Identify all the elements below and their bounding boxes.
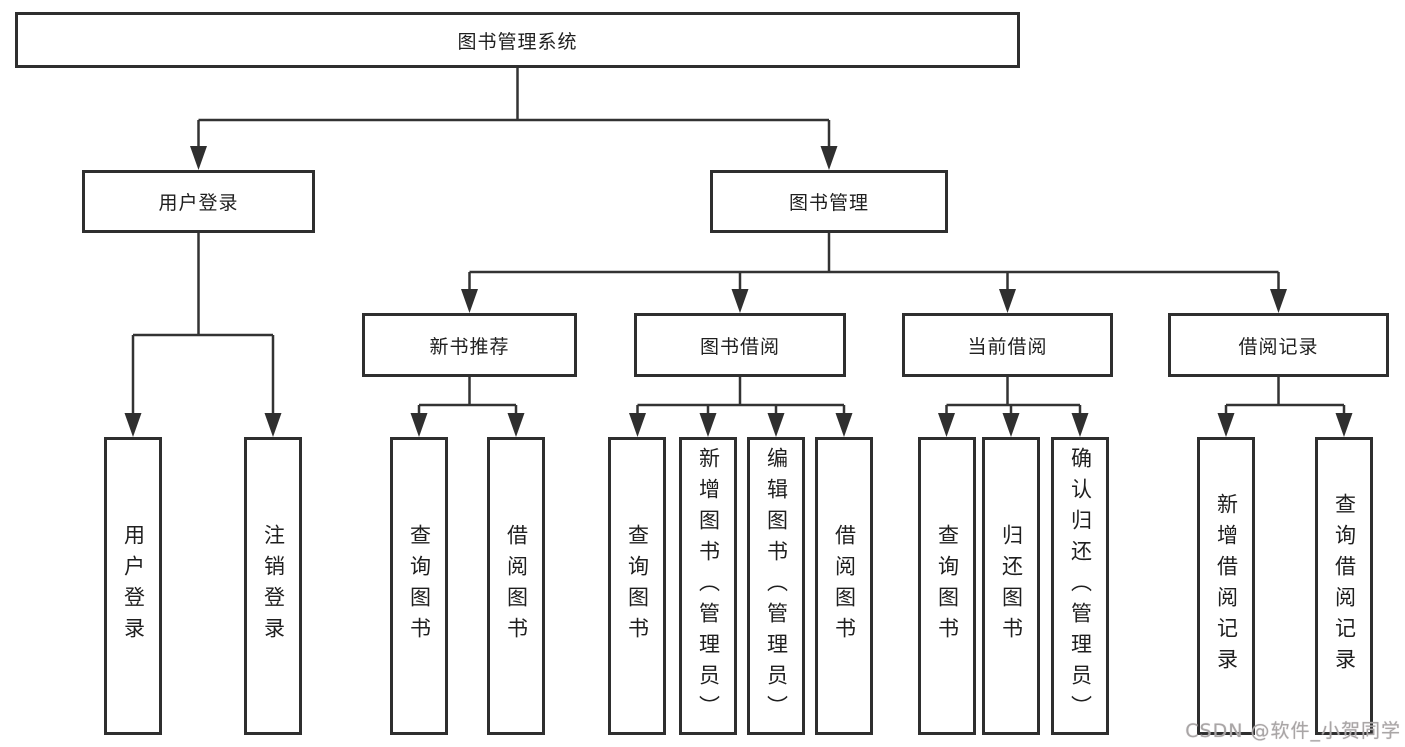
leaf-borrow-edit-books-admin: 编辑图书（管理员）: [747, 437, 805, 735]
node-label: 新增图书（管理员）: [696, 446, 721, 726]
connector-bookmgmt-to-level3: [468, 233, 1280, 295]
connector-bookborrow-to-leaves: [636, 377, 846, 419]
connector-root-to-level2: [197, 68, 831, 152]
node-label: 当前借阅: [967, 335, 1048, 358]
node-label: 用户登录: [158, 192, 239, 214]
arrowhead: [461, 289, 478, 313]
connector-currentborrow-to-leaves: [945, 377, 1082, 419]
leaf-newbook-borrow-books: 借阅图书: [487, 437, 545, 735]
arrowhead: [820, 146, 838, 170]
node-label: 编辑图书（管理员）: [764, 446, 789, 726]
leaf-current-query-books: 查询图书: [918, 437, 976, 735]
node-label: 注销登录: [261, 524, 286, 648]
node-label: 借阅图书: [504, 524, 529, 648]
csdn-watermark: CSDN @软件_小贺同学: [1185, 720, 1401, 742]
node-label: 查询图书: [935, 524, 960, 648]
arrowhead: [264, 413, 282, 437]
arrowhead: [1335, 413, 1353, 437]
arrowhead: [1002, 413, 1020, 437]
node-label: 查询图书: [407, 524, 432, 648]
leaf-user-login: 用户登录: [104, 437, 162, 735]
leaf-logout: 注销登录: [244, 437, 302, 735]
node-label: 查询借阅记录: [1332, 493, 1357, 679]
node-book-borrow: 图书借阅: [634, 313, 846, 377]
leaf-newbook-query-books: 查询图书: [390, 437, 448, 735]
arrowhead: [699, 413, 717, 437]
arrowhead: [190, 146, 207, 170]
node-label: 图书管理系统: [457, 30, 578, 53]
leaf-records-query-record: 查询借阅记录: [1315, 437, 1373, 735]
node-label: 借阅图书: [832, 524, 857, 648]
arrowhead: [938, 413, 955, 437]
arrowhead: [507, 413, 525, 437]
arrowhead: [835, 413, 853, 437]
node-current-borrow: 当前借阅: [902, 313, 1113, 377]
node-label: 查询图书: [625, 524, 650, 648]
node-label: 借阅记录: [1238, 335, 1319, 358]
arrowhead: [629, 413, 646, 437]
node-label: 用户登录: [121, 524, 146, 648]
arrowhead: [731, 289, 749, 313]
arrowhead: [1217, 413, 1235, 437]
leaf-current-return-books: 归还图书: [982, 437, 1040, 735]
node-borrow-records: 借阅记录: [1168, 313, 1389, 377]
leaf-borrow-add-books-admin: 新增图书（管理员）: [679, 437, 737, 735]
leaf-borrow-borrow-books: 借阅图书: [815, 437, 873, 735]
node-label: 确认归还（管理员）: [1068, 446, 1093, 726]
leaf-records-add-record: 新增借阅记录: [1197, 437, 1255, 735]
arrowhead: [999, 289, 1016, 313]
arrowhead: [1270, 289, 1287, 313]
node-book-management: 图书管理: [710, 170, 948, 233]
node-label: 归还图书: [999, 524, 1024, 648]
node-label: 新书推荐: [429, 335, 510, 358]
node-user-login: 用户登录: [82, 170, 315, 233]
arrowhead: [410, 413, 428, 437]
node-label: 图书借阅: [699, 335, 780, 358]
leaf-borrow-query-books: 查询图书: [608, 437, 666, 735]
node-new-book-recommend: 新书推荐: [362, 313, 577, 377]
node-root-library-system: 图书管理系统: [15, 12, 1020, 68]
connector-login-to-leaves: [131, 233, 275, 419]
connector-records-to-leaves: [1224, 377, 1346, 419]
node-label: 图书管理: [788, 192, 869, 214]
node-label: 新增借阅记录: [1214, 493, 1239, 679]
arrowhead: [124, 413, 142, 437]
leaf-current-confirm-return-admin: 确认归还（管理员）: [1051, 437, 1109, 735]
arrowhead: [767, 413, 785, 437]
connector-newbook-to-leaves: [417, 377, 518, 419]
arrowhead: [1071, 413, 1089, 437]
